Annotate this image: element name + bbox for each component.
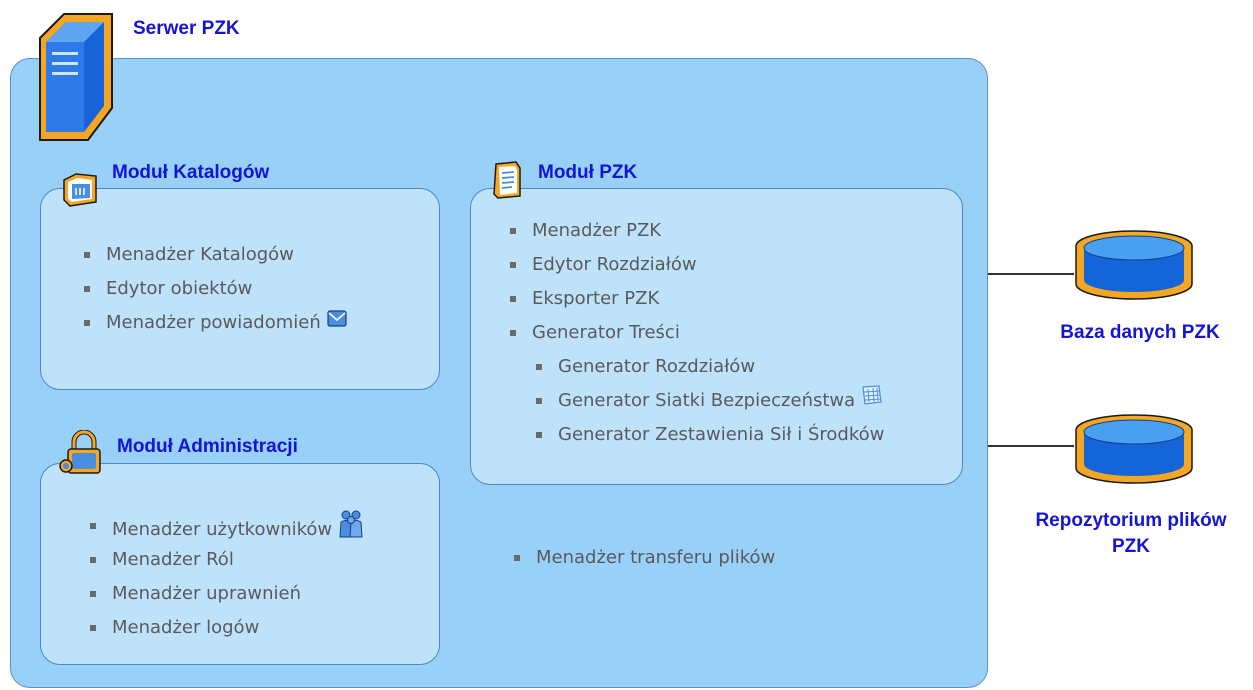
- lock-icon: [58, 429, 106, 476]
- standalone-list: Menadżer transferu plików: [512, 541, 775, 575]
- grid-icon: [861, 384, 883, 418]
- list-item: Eksporter PZK: [508, 282, 697, 316]
- list-item: Generator Treści: [508, 316, 697, 350]
- database-icon: [1072, 228, 1196, 304]
- list-item: Menadżer Katalogów: [82, 238, 347, 272]
- list-item: Generator Siatki Bezpieczeństwa: [534, 384, 884, 418]
- module-pzk-title: Moduł PZK: [538, 162, 638, 183]
- module-katalogow-box: [40, 188, 440, 390]
- module-administracji-title: Moduł Administracji: [117, 436, 298, 457]
- list-item: Menadżer użytkowników: [88, 509, 364, 543]
- list-item: Edytor obiektów: [82, 272, 347, 306]
- envelope-icon: [327, 306, 347, 340]
- module-pzk-list: Menadżer PZK Edytor Rozdziałów Eksporter…: [508, 214, 697, 350]
- module-katalogow-list: Menadżer Katalogów Edytor obiektów Menad…: [82, 238, 347, 340]
- users-icon: [338, 509, 364, 551]
- module-katalogow-title: Moduł Katalogów: [112, 162, 270, 183]
- folder-icon: [60, 170, 100, 208]
- module-pzk-sublist: Generator Rozdziałów Generator Siatki Be…: [534, 350, 884, 452]
- repository-database-icon: [1072, 412, 1196, 488]
- list-item: Generator Rozdziałów: [534, 350, 884, 384]
- module-administracji-list: Menadżer użytkowników Menadżer Ról Menad…: [88, 509, 364, 645]
- server-title: Serwer PZK: [133, 18, 240, 39]
- database-label: Baza danych PZK: [1060, 322, 1220, 343]
- list-item: Menadżer Ról: [88, 543, 364, 577]
- list-item: Menadżer powiadomień: [82, 306, 347, 340]
- list-item: Edytor Rozdziałów: [508, 248, 697, 282]
- document-icon: [490, 160, 524, 200]
- connector-line-database: [988, 273, 1074, 275]
- list-item: Menadżer uprawnień: [88, 577, 364, 611]
- list-item: Menadżer transferu plików: [512, 541, 775, 575]
- repository-label: Repozytorium plików PZK: [1035, 510, 1227, 557]
- list-item: Generator Zestawienia Sił i Środków: [534, 418, 884, 452]
- list-item: Menadżer PZK: [508, 214, 697, 248]
- list-item: Menadżer logów: [88, 611, 364, 645]
- server-icon: [26, 8, 122, 148]
- module-pzk-box: [470, 188, 963, 485]
- connector-line-repository: [988, 445, 1074, 447]
- module-administracji-box: [40, 463, 440, 665]
